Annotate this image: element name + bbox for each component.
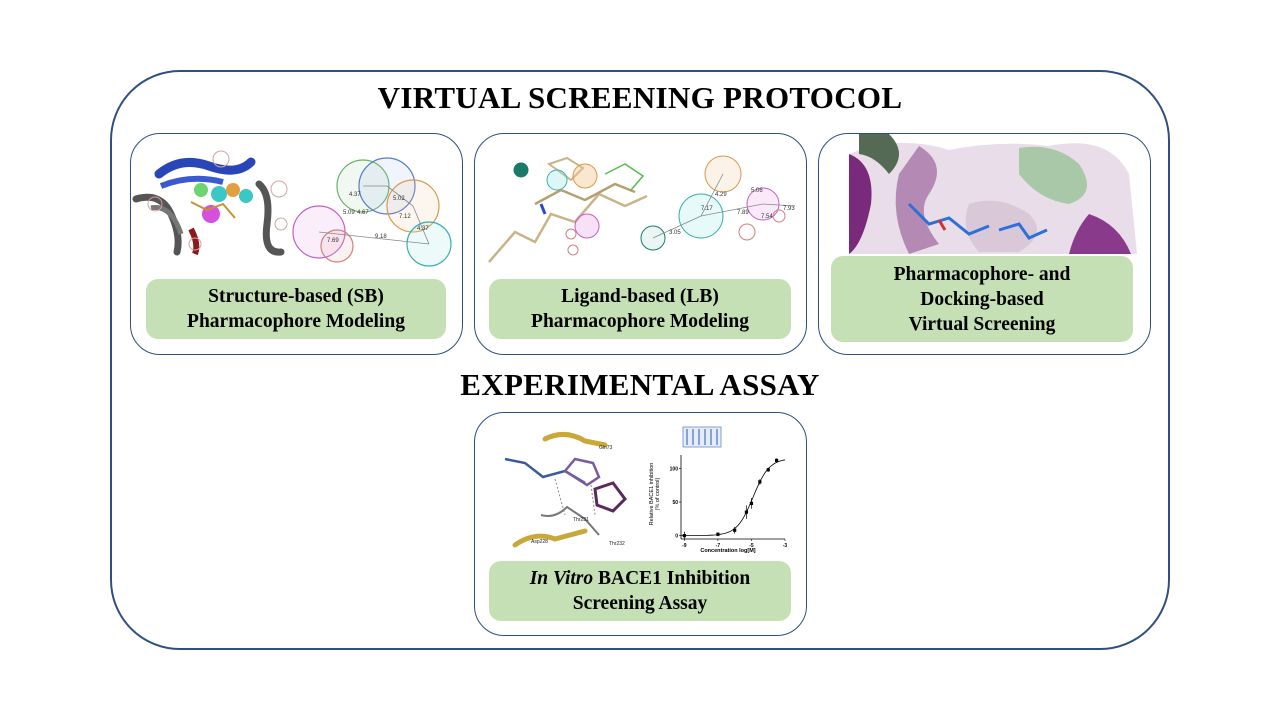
chart-x-axis-label: Concentration log[M] <box>700 548 755 554</box>
sb-distance-label: 4.67 <box>357 210 369 216</box>
residue-label: Thr231 <box>573 517 589 523</box>
chart-y-axis-label-line: (% of control) <box>655 477 661 510</box>
chart-point <box>744 510 749 514</box>
panel-label: Ligand-based (LB) Pharmacophore Modeling <box>489 279 791 339</box>
chart-x-tick-label: -9 <box>682 543 687 549</box>
panel-label-line: Pharmacophore Modeling <box>531 311 749 332</box>
chart-point <box>758 480 762 484</box>
panel-structure-based: 4.37 5.09 4.67 5.02 7.12 4.37 9.18 7.69 … <box>130 133 463 355</box>
panel-label: Pharmacophore- and Docking-based Virtual… <box>831 256 1133 342</box>
panel-label-line: Screening Assay <box>572 593 708 614</box>
chart-y-axis-label: Relative BACE1 inhibition(% of control) <box>649 463 661 526</box>
lb-distance-label: 7.89 <box>737 210 749 216</box>
panel-label-line: Structure-based (SB) <box>208 286 384 307</box>
panel-label-line: Virtual Screening <box>908 313 1056 335</box>
lb-distance-label: 5.06 <box>751 188 763 194</box>
lb-distance-label: 7.17 <box>701 206 713 212</box>
assay-italic-text: In Vitro <box>529 568 594 589</box>
lb-distance-label: 7.93 <box>783 206 795 212</box>
chart-y-tick-label: 50 <box>672 500 678 506</box>
section-subtitle: EXPERIMENTAL ASSAY <box>460 367 820 402</box>
panel-label-line: Ligand-based (LB) <box>561 286 719 307</box>
sb-distance-label: 4.37 <box>349 192 361 198</box>
dose-response-chart: Relative BACE1 inhibition(% of control) … <box>649 426 788 554</box>
panel-ligand-based: 4.29 5.06 7.17 7.89 7.54 7.93 3.05 Ligan… <box>474 133 807 355</box>
lb-distance-label: 7.54 <box>761 214 773 220</box>
chart-point <box>749 501 754 505</box>
sb-pharmacophore-image: 4.37 5.09 4.67 5.02 7.12 4.37 9.18 7.69 <box>132 150 452 267</box>
chart-y-tick-label: 100 <box>670 466 679 472</box>
sb-distance-label: 7.69 <box>327 238 339 244</box>
panel-label-line: Docking-based <box>920 288 1044 310</box>
chart-point <box>682 534 686 538</box>
sb-distance-label: 5.02 <box>393 196 405 202</box>
panel-label-line: Pharmacophore Modeling <box>187 311 405 332</box>
chart-x-tick-label: -7 <box>716 543 721 549</box>
docking-surface-image <box>849 134 1137 254</box>
panel-label: Structure-based (SB) Pharmacophore Model… <box>146 279 446 339</box>
residue-label: Thr232 <box>609 541 625 547</box>
chart-y-axis-label-line: Relative BACE1 inhibition <box>649 463 655 526</box>
sb-distance-label: 7.12 <box>399 214 411 220</box>
sb-distance-label: 5.09 <box>343 210 355 216</box>
chart-x-tick-label: -5 <box>749 543 754 549</box>
lb-distance-label: 4.29 <box>715 192 727 198</box>
panel-label-line: In Vitro BACE1 Inhibition <box>530 566 751 591</box>
lb-pharmacophore-image: 4.29 5.06 7.17 7.89 7.54 7.93 3.05 <box>488 155 795 263</box>
page-title: VIRTUAL SCREENING PROTOCOL <box>377 80 903 115</box>
sb-distance-label: 9.18 <box>375 234 387 240</box>
panel-label-line: Pharmacophore- and <box>893 263 1071 285</box>
chart-x-tick-label: -3 <box>783 543 788 549</box>
binding-site-image: Gln73 Thr231 Asp228 Thr232 <box>504 432 627 548</box>
plate-icon <box>682 426 722 448</box>
lb-distance-label: 3.05 <box>669 230 681 236</box>
sb-distance-label: 4.37 <box>417 226 429 232</box>
chart-point <box>775 458 779 462</box>
chart-point <box>766 468 770 472</box>
panel-docking-based: Pharmacophore- and Docking-based Virtual… <box>818 133 1151 355</box>
residue-label: Asp228 <box>531 539 548 545</box>
chart-point <box>716 532 720 536</box>
panel-assay: Gln73 Thr231 Asp228 Thr232 Relative BACE… <box>474 412 807 636</box>
chart-y-tick-label: 0 <box>675 534 678 540</box>
chart-point <box>733 528 737 532</box>
assay-title-text: BACE1 Inhibition <box>593 568 751 589</box>
outer-frame <box>110 70 1170 650</box>
residue-label: Gln73 <box>599 445 613 451</box>
panel-label: In Vitro BACE1 Inhibition Screening Assa… <box>489 561 791 621</box>
